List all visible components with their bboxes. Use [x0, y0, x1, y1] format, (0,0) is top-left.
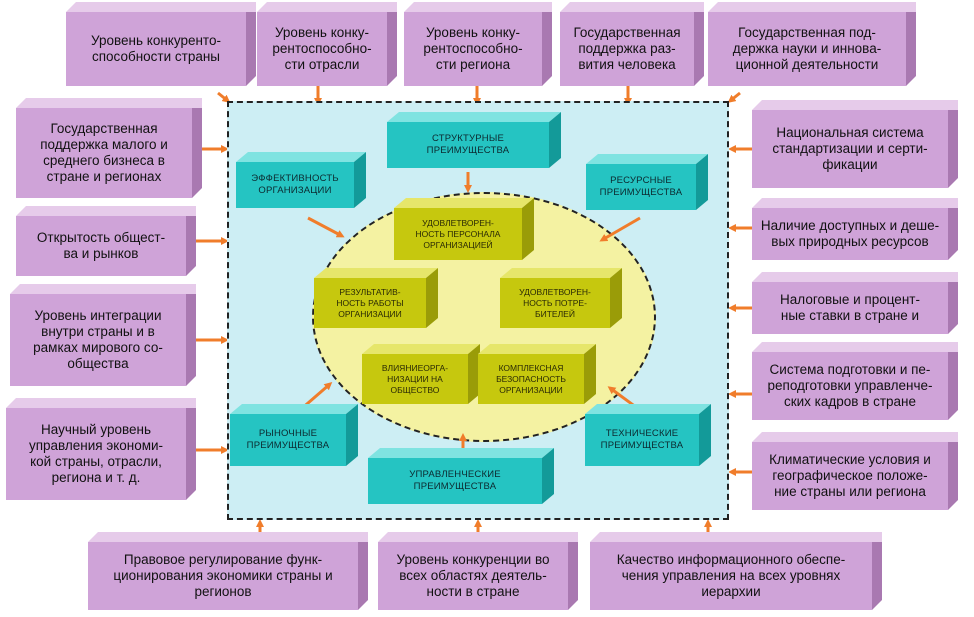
factor-label: Национальная система стандартизации и се…	[772, 125, 928, 172]
factor-region-competitiveness: Уровень конку- рентоспособно- сти регион…	[404, 12, 542, 86]
factor-label: Уровень конку- рентоспособно- сти регион…	[423, 25, 523, 72]
factor-scientific-management: Научный уровень управления экономи- кой …	[6, 408, 186, 500]
structural-advantages-box: СТРУКТУРНЫЕ ПРЕИМУЩЕСТВА	[387, 122, 549, 168]
factor-legal-regulation: Правовое регулирование функ- ционировани…	[88, 542, 358, 610]
factor-label: Климатические условия и географическое п…	[769, 452, 931, 499]
advantage-label: ТЕХНИЧЕСКИЕ ПРЕИМУЩЕСТВА	[600, 428, 684, 451]
factor-openness: Открытость общест- ва и рынков	[16, 216, 186, 276]
factor-management-training: Система подготовки и пе- реподготовки уп…	[752, 352, 948, 420]
factor-information-quality: Качество информационного обеспе- чения у…	[590, 542, 872, 610]
factor-label: Уровень конкуренто- способности страны	[91, 33, 221, 64]
factor-label: Уровень конкуренции во всех областях дея…	[396, 552, 550, 599]
factor-label: Научный уровень управления экономи- кой …	[28, 422, 164, 485]
organization-efficiency-box: ЭФФЕКТИВНОСТЬ ОРГАНИЗАЦИИ	[236, 162, 354, 208]
factor-human-development-support: Государственная поддержка раз- вития чел…	[560, 12, 694, 86]
consumer-satisfaction-box: УДОВЛЕТВОРЕН- НОСТЬ ПОТРЕ- БИТЕЛЕЙ	[500, 278, 610, 328]
advantage-label: УПРАВЛЕНЧЕСКИЕ ПРЕИМУЩЕСТВА	[409, 469, 501, 492]
staff-satisfaction-box: УДОВЛЕТВОРЕН- НОСТЬ ПЕРСОНАЛА ОРГАНИЗАЦИ…	[394, 208, 522, 260]
technical-advantages-box: ТЕХНИЧЕСКИЕ ПРЕИМУЩЕСТВА	[585, 414, 699, 466]
factor-competition-level: Уровень конкуренции во всех областях дея…	[378, 542, 568, 610]
outcome-label: РЕЗУЛЬТАТИВ- НОСТЬ РАБОТЫ ОРГАНИЗАЦИИ	[336, 286, 404, 319]
complex-security-box: КОМПЛЕКСНАЯ БЕЗОПАСНОСТЬ ОРГАНИЗАЦИИ	[478, 354, 584, 404]
factor-label: Уровень конку- рентоспособно- сти отрасл…	[272, 25, 372, 72]
factor-integration: Уровень интеграции внутри страны и в рам…	[10, 294, 186, 386]
market-advantages-box: РЫНОЧНЫЕ ПРЕИМУЩЕСТВА	[230, 414, 346, 466]
factor-label: Система подготовки и пе- реподготовки уп…	[767, 362, 933, 409]
advantage-label: ЭФФЕКТИВНОСТЬ ОРГАНИЗАЦИИ	[251, 173, 339, 196]
factor-label: Государственная поддержка малого и средн…	[40, 121, 168, 184]
factor-label: Наличие доступных и деше- вых природных …	[760, 218, 940, 249]
outcome-label: ВЛИЯНИЕОРГА- НИЗАЦИИ НА ОБЩЕСТВО	[381, 362, 449, 395]
arrow-top-1	[217, 91, 231, 103]
factor-label: Государственная под- держка науки и инно…	[732, 25, 882, 72]
factor-tax-interest-rates: Налоговые и процент- ные ставки в стране…	[752, 282, 948, 334]
factor-label: Государственная поддержка раз- вития чел…	[573, 25, 681, 72]
advantage-label: РЫНОЧНЫЕ ПРЕИМУЩЕСТВА	[246, 428, 330, 451]
factor-label: Уровень интеграции внутри страны и в рам…	[33, 308, 163, 371]
advantage-label: СТРУКТУРНЫЕ ПРЕИМУЩЕСТВА	[426, 133, 510, 156]
advantage-label: РЕСУРСНЫЕ ПРЕИМУЩЕСТВА	[599, 175, 683, 198]
managerial-advantages-box: УПРАВЛЕНЧЕСКИЕ ПРЕИМУЩЕСТВА	[368, 458, 542, 504]
performance-box: РЕЗУЛЬТАТИВ- НОСТЬ РАБОТЫ ОРГАНИЗАЦИИ	[314, 278, 426, 328]
factor-label: Правовое регулирование функ- ционировани…	[113, 552, 333, 599]
factor-sme-support: Государственная поддержка малого и средн…	[16, 108, 192, 198]
factor-label: Налоговые и процент- ные ставки в стране…	[780, 292, 920, 323]
factor-country-competitiveness: Уровень конкуренто- способности страны	[66, 12, 246, 86]
outcome-label: УДОВЛЕТВОРЕН- НОСТЬ ПЕРСОНАЛА ОРГАНИЗАЦИ…	[415, 217, 501, 250]
factor-label: Открытость общест- ва и рынков	[36, 230, 166, 261]
factor-standardization: Национальная система стандартизации и се…	[752, 110, 948, 188]
factor-label: Качество информационного обеспе- чения у…	[616, 552, 846, 599]
factor-natural-resources: Наличие доступных и деше- вых природных …	[752, 208, 948, 260]
factor-science-innovation-support: Государственная под- держка науки и инно…	[708, 12, 906, 86]
factor-industry-competitiveness: Уровень конку- рентоспособно- сти отрасл…	[257, 12, 387, 86]
outcome-label: КОМПЛЕКСНАЯ БЕЗОПАСНОСТЬ ОРГАНИЗАЦИИ	[496, 362, 566, 395]
society-influence-box: ВЛИЯНИЕОРГА- НИЗАЦИИ НА ОБЩЕСТВО	[362, 354, 468, 404]
arrow-top-5	[727, 91, 741, 103]
factor-climate-geography: Климатические условия и географическое п…	[752, 442, 948, 510]
resource-advantages-box: РЕСУРСНЫЕ ПРЕИМУЩЕСТВА	[586, 164, 696, 210]
outcome-label: УДОВЛЕТВОРЕН- НОСТЬ ПОТРЕ- БИТЕЛЕЙ	[519, 286, 591, 319]
